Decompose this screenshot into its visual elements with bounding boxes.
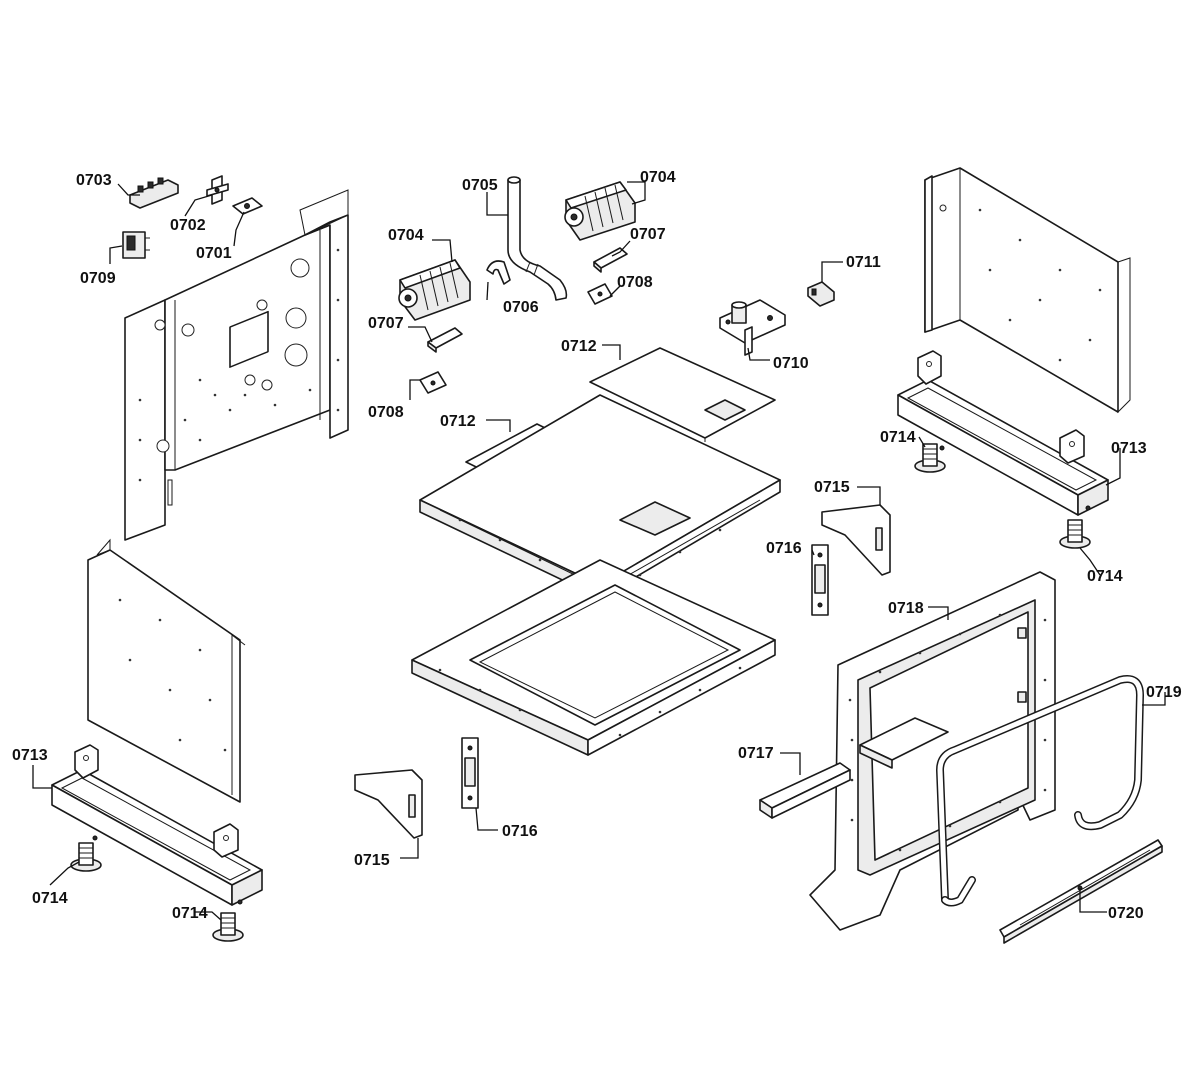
callout-0720: 0720 — [1108, 905, 1144, 922]
callout-0703-a: 0703 — [76, 172, 112, 189]
left-leveling-foot-a — [70, 842, 102, 872]
mounting-clip-right — [587, 283, 613, 305]
callout-0704-a: 0704 — [388, 227, 424, 244]
side-bracket-left — [354, 769, 423, 839]
callout-0716-b: 0716 — [502, 823, 538, 840]
callout-0708-a: 0708 — [617, 274, 653, 291]
hose-clamp — [486, 260, 511, 285]
callout-0718: 0718 — [888, 600, 924, 617]
left-side-panel-upper — [124, 189, 349, 541]
callout-0710: 0710 — [773, 355, 809, 372]
callout-0709: 0709 — [80, 270, 116, 287]
callout-0716-a: 0716 — [766, 540, 802, 557]
callout-0705: 0705 — [462, 177, 498, 194]
oven-bottom-frame — [411, 559, 776, 756]
hinge-receptacle-right — [811, 544, 829, 616]
left-side-panel-lower — [87, 538, 246, 803]
gasket-plate — [232, 197, 263, 215]
slide-rail — [999, 839, 1163, 944]
door-gasket-tube — [936, 675, 1144, 907]
electrical-connector — [807, 270, 835, 307]
callout-0719: 0719 — [1146, 684, 1182, 701]
callout-0713-a: 0713 — [1111, 440, 1147, 457]
callout-0714-b: 0714 — [1087, 568, 1123, 585]
fan-bracket-right — [593, 247, 628, 273]
convection-fan-left — [398, 259, 471, 321]
callout-0714-c: 0714 — [32, 890, 68, 907]
right-side-panel — [924, 167, 1131, 414]
callout-labels: 0703 0702 0701 0709 0705 0704 0704 0707 … — [12, 169, 1182, 922]
callout-0707-b: 0707 — [368, 315, 404, 332]
heat-shield-rear — [589, 347, 776, 442]
callout-0714-a: 0714 — [880, 429, 916, 446]
convection-fan-right — [564, 181, 636, 241]
right-leveling-foot-a — [914, 443, 946, 473]
gas-valve-assembly — [719, 299, 786, 356]
front-frame — [809, 571, 1056, 931]
callout-0717: 0717 — [738, 745, 774, 762]
callout-0712-a: 0712 — [561, 338, 597, 355]
callout-0713-b: 0713 — [12, 747, 48, 764]
switch-component — [122, 231, 150, 259]
left-base-rail — [51, 744, 263, 906]
callout-0712-b: 0712 — [440, 413, 476, 430]
callout-0702: 0702 — [170, 217, 206, 234]
terminal-block — [129, 177, 179, 209]
left-leveling-foot-b — [212, 912, 244, 942]
leader-lines — [32, 181, 1166, 921]
fan-bracket-left — [427, 327, 463, 353]
callout-0715-a: 0715 — [814, 479, 850, 496]
callout-0706: 0706 — [503, 299, 539, 316]
callout-0711: 0711 — [846, 254, 881, 271]
oven-top-frame — [419, 394, 781, 599]
exhaust-duct-hose — [507, 176, 568, 301]
drip-tray — [759, 762, 851, 819]
thermostat-clip — [206, 175, 229, 205]
callout-0701: 0701 — [196, 245, 232, 262]
callout-0715-b: 0715 — [354, 852, 390, 869]
callout-0707-a: 0707 — [630, 226, 666, 243]
callout-0714-d: 0714 — [172, 905, 208, 922]
mounting-clip-left — [419, 371, 447, 394]
hinge-receptacle-left — [461, 737, 479, 809]
right-leveling-foot-b — [1059, 519, 1091, 549]
callout-0708-b: 0708 — [368, 404, 404, 421]
callout-0704-b: 0704 — [640, 169, 676, 186]
right-base-rail — [897, 350, 1109, 516]
side-bracket-right — [821, 504, 891, 576]
